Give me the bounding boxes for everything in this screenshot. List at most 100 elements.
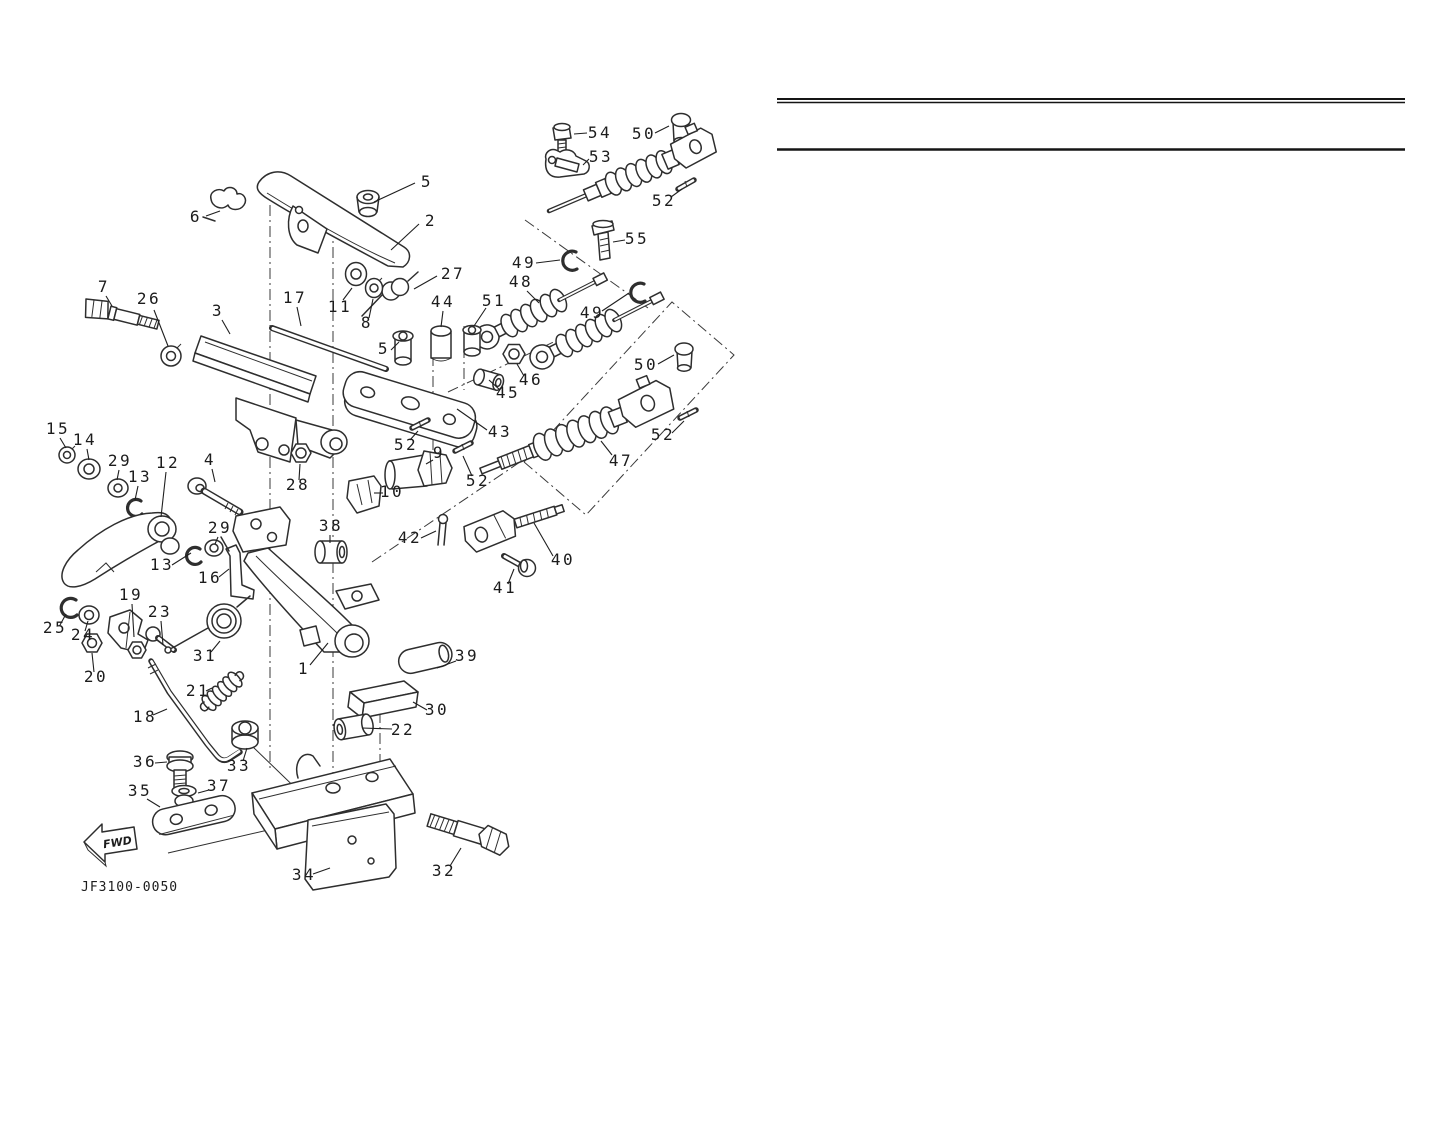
- part-12-handle-lever: [61, 511, 180, 588]
- part-52-pin-a: [675, 177, 697, 192]
- callout-54: 54: [588, 123, 612, 142]
- callout-leader-20: [91, 652, 95, 673]
- callout-13: 13: [150, 555, 174, 574]
- callout-14: 14: [73, 430, 97, 449]
- callout-42: 42: [398, 528, 422, 547]
- callout-49: 49: [580, 303, 604, 322]
- callout-leader-21: [205, 687, 213, 692]
- callout-15: 15: [46, 419, 70, 438]
- callout-20: 20: [84, 667, 108, 686]
- callout-leader-6: [205, 210, 221, 217]
- part-55-bolt: [591, 219, 615, 261]
- callout-17: 17: [283, 288, 307, 307]
- part-18-rod: [147, 658, 243, 764]
- callout-leader-22: [361, 727, 393, 730]
- callout-3: 3: [212, 301, 224, 320]
- callout-leader-55: [612, 239, 626, 243]
- callout-43: 43: [488, 422, 512, 441]
- callout-leader-49: [535, 259, 561, 264]
- callout-21: 21: [186, 681, 210, 700]
- callout-48: 48: [509, 272, 533, 291]
- callout-leader-29: [116, 469, 120, 481]
- callout-50: 50: [634, 355, 658, 374]
- part-16-pivot-pin: [220, 536, 255, 600]
- part-50-knob-lower: [674, 342, 694, 372]
- part-13-clip-a: [125, 497, 144, 518]
- callout-18: 18: [133, 707, 157, 726]
- callout-leader-39: [436, 660, 457, 669]
- callout-39: 39: [455, 646, 479, 665]
- part-23-bolt: [145, 626, 177, 653]
- callout-2: 2: [425, 211, 437, 230]
- callout-leader-35: [146, 798, 161, 808]
- callout-22: 22: [391, 720, 415, 739]
- part-29-washer-a: [107, 478, 129, 498]
- figure-code: JF3100-0050: [81, 880, 178, 895]
- callout-leader-33: [242, 747, 248, 762]
- callout-leader-1: [309, 642, 329, 666]
- part-28-nut: [290, 443, 312, 463]
- callout-52: 52: [466, 471, 490, 490]
- callout-leader-9: [425, 459, 434, 465]
- callout-34: 34: [292, 865, 316, 884]
- part-32-bolt: [426, 813, 510, 856]
- part-9-bolt: [384, 450, 453, 490]
- part-2-throttle-lever: [256, 171, 411, 268]
- part-39-roller-pin: [397, 641, 453, 675]
- part-26-lock-washer: [160, 343, 182, 367]
- part-29-washer-b: [204, 539, 224, 557]
- callout-leader-5: [373, 182, 416, 203]
- callout-33: 33: [227, 756, 251, 775]
- cable-assembly-upper: [546, 122, 717, 214]
- callout-53: 53: [589, 147, 613, 166]
- part-6-spring-clip: [202, 186, 247, 222]
- callout-31: 31: [193, 646, 217, 665]
- callout-12: 12: [156, 453, 180, 472]
- part-5-grommet: [356, 189, 380, 218]
- callout-leader-52: [671, 420, 685, 434]
- callout-leader-8: [368, 298, 374, 319]
- callout-leader-37: [197, 789, 210, 794]
- callout-26: 26: [137, 289, 161, 308]
- callout-6: 6: [190, 207, 202, 226]
- callout-leader-4: [211, 468, 216, 483]
- callout-10: 10: [380, 482, 404, 501]
- callout-23: 23: [148, 602, 172, 621]
- callout-46: 46: [519, 370, 543, 389]
- part-30-pad: [347, 680, 419, 719]
- callout-38: 38: [319, 516, 343, 535]
- callout-47: 47: [609, 451, 633, 470]
- part-4-bolt: [187, 477, 244, 516]
- part-10-damper: [346, 475, 382, 514]
- callout-leader-3: [221, 319, 231, 335]
- header-rules: [777, 98, 1405, 151]
- callout-leader-13: [134, 485, 139, 501]
- callout-7: 7: [98, 277, 110, 296]
- part-49-clip-b: [629, 281, 647, 304]
- callout-leader-52: [409, 430, 419, 441]
- callout-leader-16: [218, 568, 230, 578]
- callout-leader-30: [412, 701, 428, 711]
- callout-49: 49: [512, 253, 536, 272]
- callout-leader-46: [516, 363, 525, 377]
- part-36-bolt: [166, 750, 194, 790]
- callout-leader-27: [413, 275, 438, 290]
- callout-leader-51: [473, 307, 487, 327]
- part-11-washer: [344, 261, 368, 287]
- callout-51: 51: [482, 291, 506, 310]
- part-49-cable: [529, 291, 665, 370]
- part-15-lock-washer: [58, 445, 76, 464]
- callout-52: 52: [651, 425, 675, 444]
- callout-leader-24: [84, 620, 89, 632]
- callout-leader-7: [105, 295, 113, 307]
- callout-leader-19: [131, 603, 135, 638]
- callout-27: 27: [441, 264, 465, 283]
- callout-41: 41: [493, 578, 517, 597]
- callout-leader-41: [507, 568, 515, 585]
- part-47-cable: [479, 374, 675, 475]
- callout-leader-29: [214, 536, 219, 545]
- part-5-bushing: [392, 330, 414, 366]
- callout-leader-12: [160, 471, 167, 518]
- callout-36: 36: [133, 752, 157, 771]
